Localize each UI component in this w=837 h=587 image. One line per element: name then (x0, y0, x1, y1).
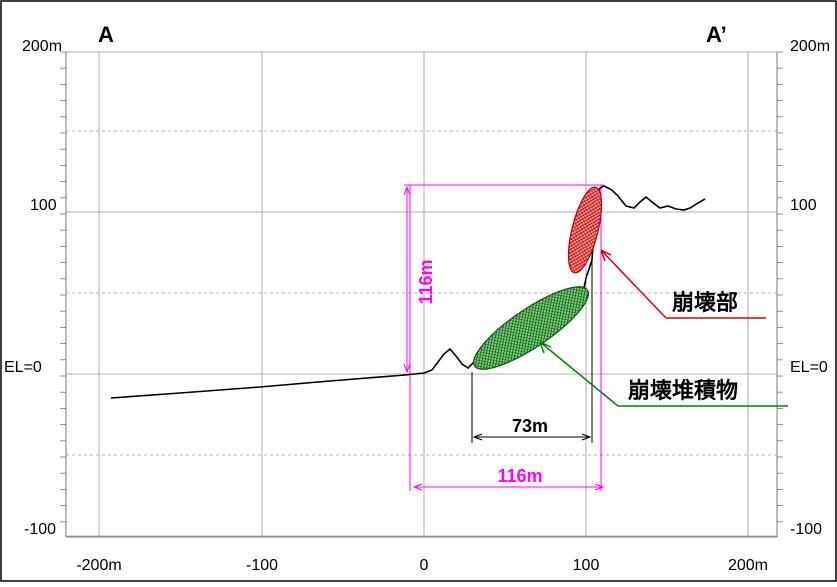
y-tick-left-100: 100 (30, 197, 57, 214)
y-tick-left-0: EL=0 (4, 359, 42, 376)
y-tick-right-200: 200m (790, 38, 830, 55)
section-marker-a-prime: A’ (706, 22, 727, 47)
width-dimension-label: 116m (497, 466, 542, 486)
y-tick-left-200: 200m (22, 38, 62, 55)
minor-ticks (60, 51, 783, 523)
x-tick-0: 0 (420, 557, 429, 574)
collapse-zone (567, 186, 603, 274)
x-tick-100: 100 (573, 557, 600, 574)
x-tick-200: 200m (728, 557, 768, 574)
grid-dashed (66, 130, 777, 456)
slope-height-extent (404, 184, 604, 491)
runout-dimension-label: 73m (512, 416, 548, 436)
y-tick-right-0: EL=0 (790, 359, 828, 376)
terrain-profile (110, 185, 706, 399)
collapse-leader (600, 249, 766, 319)
collapse-deposit-label: 崩壊堆積物 (628, 378, 738, 403)
y-tick-right-100: 100 (790, 197, 817, 214)
height-dimension-label: 116m (416, 259, 436, 304)
x-tick-minus100: -100 (246, 557, 278, 574)
x-tick-minus200: -200m (76, 557, 121, 574)
width-dimension-line (412, 483, 605, 491)
y-tick-left-minus100: -100 (24, 521, 56, 538)
collapse-part-label: 崩壊部 (672, 290, 738, 315)
deposit-leader (539, 341, 788, 407)
section-marker-a: A (98, 22, 114, 47)
y-tick-right-minus100: -100 (790, 521, 822, 538)
height-dimension-line (403, 185, 411, 374)
runout-dimension-line (471, 230, 593, 443)
